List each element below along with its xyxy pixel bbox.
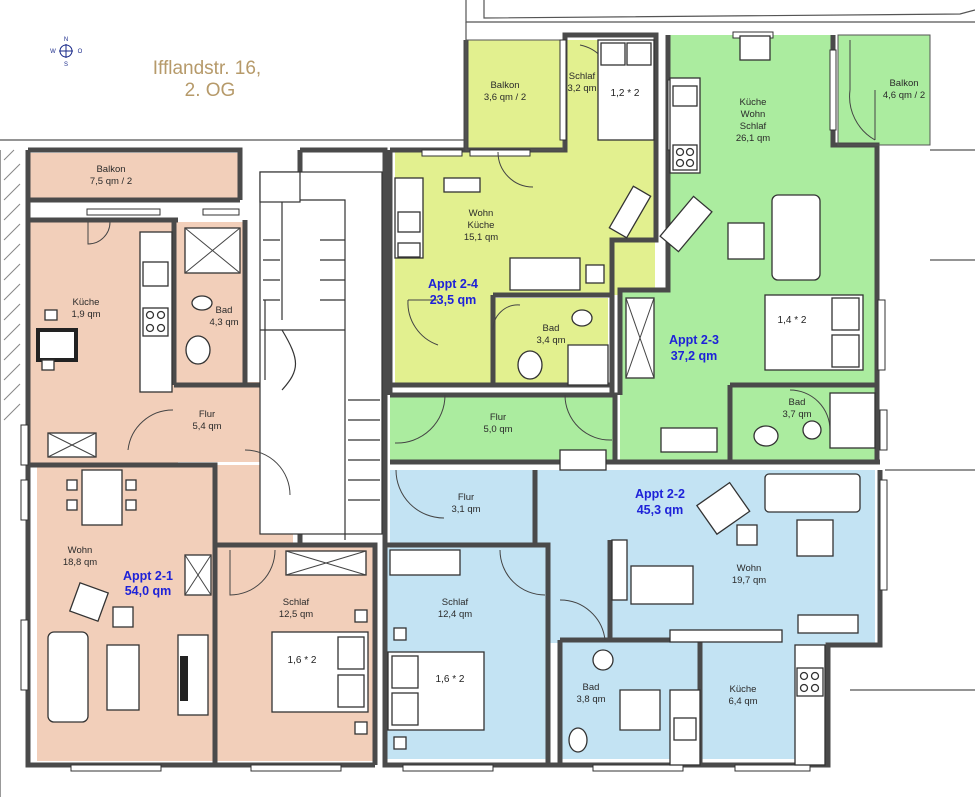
room-area: 3,2 qm [567, 83, 596, 94]
appt-2-3-area: 37,2 qm [671, 349, 718, 363]
room-area: 18,8 qm [63, 557, 97, 568]
room-name: Küche [740, 97, 767, 108]
room-area: 5,0 qm [483, 424, 512, 435]
room-name: Flur [458, 492, 474, 503]
bed-size-a2: 1,6 * 2 [436, 674, 465, 685]
room-area: 15,1 qm [464, 232, 498, 243]
room-area: 3,7 qm [782, 409, 811, 420]
room-name: Schlaf [569, 71, 596, 82]
bed-size-a3: 1,4 * 2 [778, 315, 807, 326]
room-labels: Balkon 7,5 qm / 2 Küche 1,9 qm Bad 4,3 q… [63, 71, 925, 707]
room-name: Balkon [889, 78, 918, 89]
kitchen-fixtures [139, 77, 826, 766]
compass-n: N [64, 37, 68, 43]
room-area: 3,4 qm [536, 335, 565, 346]
compass-rose: N O S W [50, 37, 83, 68]
room-area: 4,6 qm / 2 [883, 90, 925, 101]
appt-2-2-area: 45,3 qm [637, 503, 684, 517]
room-name: Balkon [490, 80, 519, 91]
room-name: Schlaf [442, 597, 469, 608]
room-name: Balkon [96, 164, 125, 175]
room-name: Flur [490, 412, 506, 423]
room-name: Wohn [741, 109, 766, 120]
bed-size-a1: 1,6 * 2 [288, 655, 317, 666]
room-area: 7,5 qm / 2 [90, 176, 132, 187]
room-area: 3,8 qm [576, 694, 605, 705]
exterior-hatch [3, 149, 21, 421]
room-name: Bad [583, 682, 600, 693]
bed-size-a4: 1,2 * 2 [611, 88, 640, 99]
appt-2-3-name: Appt 2-3 [669, 333, 719, 347]
room-area: 5,4 qm [192, 421, 221, 432]
bath-fixtures [184, 227, 876, 753]
room-area: 26,1 qm [736, 133, 770, 144]
room-name: Bad [543, 323, 560, 334]
room-name: Küche [730, 684, 757, 695]
appt-2-2-name: Appt 2-2 [635, 487, 685, 501]
room-area: 3,6 qm / 2 [484, 92, 526, 103]
living-furniture [36, 35, 861, 750]
room-name: Bad [216, 305, 233, 316]
room-area: 6,4 qm [728, 696, 757, 707]
staircase [259, 171, 383, 540]
appt-2-4-name: Appt 2-4 [428, 277, 478, 291]
compass-w: W [50, 49, 56, 55]
room-name: Bad [789, 397, 806, 408]
room-area: 12,4 qm [438, 609, 472, 620]
room-name: Küche [468, 220, 495, 231]
room-name: Wohn [68, 545, 93, 556]
beds [271, 39, 864, 731]
address-line-2: 2. OG [185, 80, 236, 101]
room-area: 3,1 qm [451, 504, 480, 515]
room-name: Schlaf [283, 597, 310, 608]
room-name: Wohn [469, 208, 494, 219]
doors [87, 40, 876, 641]
room-area: 1,9 qm [71, 309, 100, 320]
appt-2-1-area: 54,0 qm [125, 584, 172, 598]
room-area: 4,3 qm [209, 317, 238, 328]
room-name: Flur [199, 409, 215, 420]
room-name: Schlaf [740, 121, 767, 132]
room-name: Küche [73, 297, 100, 308]
room-name: Wohn [737, 563, 762, 574]
appt-2-4-area: 23,5 qm [430, 293, 477, 307]
room-area: 19,7 qm [732, 575, 766, 586]
room-area: 12,5 qm [279, 609, 313, 620]
appt-2-1-name: Appt 2-1 [123, 569, 173, 583]
address-line-1: Ifflandstr. 16, [153, 58, 261, 79]
compass-s: S [64, 62, 68, 68]
compass-e: O [78, 49, 83, 55]
